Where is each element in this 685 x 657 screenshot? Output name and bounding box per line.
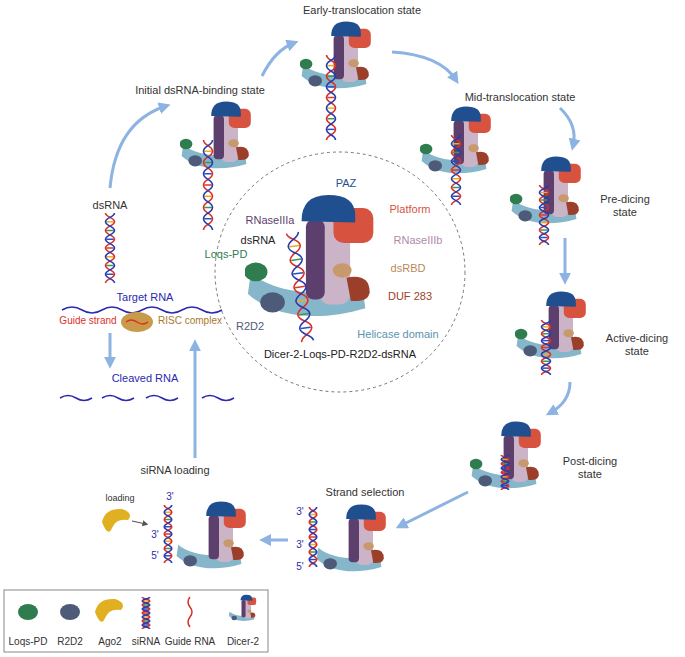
legend-text: Loqs-PD [9, 636, 48, 648]
rna-label: Target RNA [117, 291, 174, 304]
strand-end: 5' [151, 550, 158, 562]
strand-end: 3' [151, 529, 158, 541]
protein-label: Loqs-PD [205, 248, 248, 261]
state-label: Initial dsRNA-binding state [135, 84, 265, 97]
strand-end: 3' [296, 506, 303, 518]
cycle-arrows [110, 43, 574, 540]
domain-label: dsRBD [391, 262, 426, 275]
strand-end: 3' [166, 491, 173, 503]
domain-label: DUF 283 [388, 290, 432, 303]
strand-end: 3' [296, 539, 303, 551]
state-label: Early-translocation state [303, 4, 421, 17]
state-figures [102, 22, 586, 572]
legend-text: Guide RNA [165, 636, 216, 648]
dsrna-helix [286, 232, 313, 343]
state-label: siRNA loading [140, 464, 209, 477]
legend-text: Dicer-2 [227, 636, 259, 648]
strand-end: 5' [296, 561, 303, 573]
domain-label: RNaseIIIa [246, 214, 295, 227]
dashed-panel [215, 152, 465, 392]
domain-label: PAZ [336, 177, 357, 190]
rna-label: dsRNA [241, 234, 276, 247]
state-label: Strand selection [326, 486, 405, 499]
state-label: Pre-dicing state [595, 193, 655, 218]
dicer-complex [244, 195, 373, 316]
complex-title: Dicer-2-Loqs-PD-R2D2-dsRNA [264, 348, 416, 361]
rna-label: dsRNA [93, 199, 128, 212]
risc-illustration [60, 307, 234, 401]
step-label: loading [105, 493, 134, 503]
state-label: Post-dicing state [555, 455, 625, 480]
strand-label: Guide strand [59, 315, 116, 327]
rna-label: Cleaved RNA [112, 372, 179, 385]
domain-label: RNaseIIIb [394, 234, 443, 247]
domain-label: Platform [390, 203, 431, 216]
state-label: Mid-translocation state [465, 91, 576, 104]
protein-label: R2D2 [236, 320, 264, 333]
state-label: Active-dicing state [600, 332, 675, 357]
legend-text: R2D2 [57, 636, 83, 648]
legend-samples [4, 590, 268, 652]
legend-text: Ago2 [98, 636, 121, 648]
domain-label: Helicase domain [357, 328, 438, 341]
complex-label: RISC complex [158, 315, 222, 327]
legend-text: siRNA [132, 636, 160, 648]
